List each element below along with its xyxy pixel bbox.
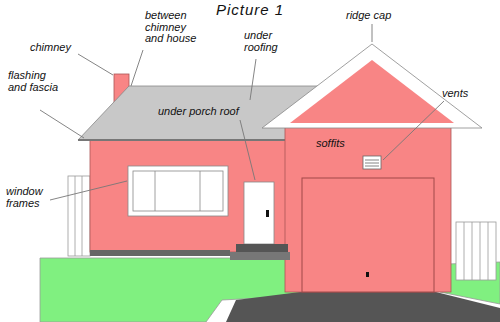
part-label: under porch roof (158, 106, 268, 118)
gable-ridge (262, 44, 482, 128)
gable (290, 60, 454, 123)
part-label: flashing and fascia (8, 70, 60, 93)
part-label: between chimney and house (145, 10, 203, 45)
foundation (90, 250, 230, 256)
house-wall (90, 140, 290, 252)
driveway (226, 292, 500, 322)
part-label: ridge cap (346, 10, 416, 22)
window (128, 166, 228, 216)
step (236, 244, 288, 252)
part-label: vents (442, 88, 492, 100)
garage-door (302, 178, 434, 292)
step (230, 252, 290, 260)
part-label: under roofing (244, 30, 294, 53)
vent-symbol (363, 156, 381, 169)
garage-handle (366, 272, 369, 277)
picture-title: Picture 1 (216, 2, 284, 18)
garage-wall (285, 122, 451, 292)
part-label: chimney (30, 42, 90, 54)
part-label: window frames (6, 186, 56, 209)
leader-line (40, 24, 444, 200)
part-label: soffits (316, 138, 366, 150)
door-handle (266, 210, 269, 217)
fascia (78, 139, 300, 141)
front-door (244, 182, 274, 244)
